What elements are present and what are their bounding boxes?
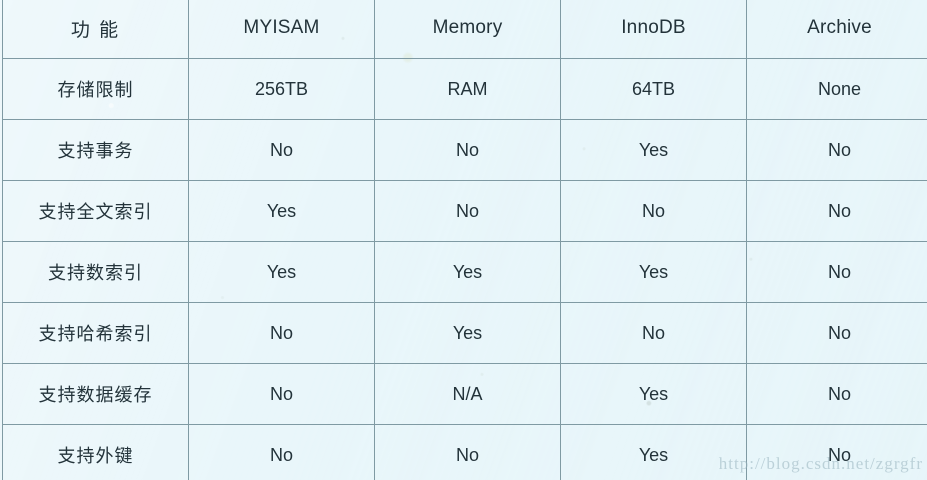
column-header-myisam: MYISAM [188,0,375,59]
table-row: 支持数索引 Yes Yes Yes No [2,241,927,303]
table-row: 支持数据缓存 No N/A Yes No [2,363,927,425]
row-label: 支持哈希索引 [2,302,189,364]
table-header: 功 能 MYISAM Memory InnoDB Archive [2,0,927,59]
cell-myisam: No [188,119,375,181]
cell-archive: No [746,241,927,303]
cell-myisam: No [188,363,375,425]
cell-archive: None [746,58,927,120]
cell-archive: No [746,363,927,425]
row-label: 支持全文索引 [2,180,189,242]
cell-innodb: 64TB [560,58,747,120]
cell-archive: No [746,119,927,181]
row-label: 支持数据缓存 [2,363,189,425]
row-label: 支持数索引 [2,241,189,303]
cell-memory: Yes [374,302,561,364]
cell-innodb: No [560,302,747,364]
row-label: 存储限制 [2,58,189,120]
cell-memory: RAM [374,58,561,120]
cell-memory: No [374,180,561,242]
cell-innodb: Yes [560,363,747,425]
table-body: 存储限制 256TB RAM 64TB None 支持事务 No No Yes … [2,58,927,480]
cell-memory: No [374,119,561,181]
cell-innodb: Yes [560,241,747,303]
cell-myisam: Yes [188,241,375,303]
table-row: 支持哈希索引 No Yes No No [2,302,927,364]
table-row: 支持全文索引 Yes No No No [2,180,927,242]
cell-archive: No [746,302,927,364]
cell-innodb: No [560,180,747,242]
column-header-innodb: InnoDB [560,0,747,59]
table-row: 支持外键 No No Yes No [2,424,927,480]
table-row: 支持事务 No No Yes No [2,119,927,181]
column-header-archive: Archive [746,0,927,59]
column-header-memory: Memory [374,0,561,59]
header-row: 功 能 MYISAM Memory InnoDB Archive [2,0,927,59]
table-row: 存储限制 256TB RAM 64TB None [2,58,927,120]
cell-memory: N/A [374,363,561,425]
column-header-feature: 功 能 [2,0,189,59]
cell-myisam: 256TB [188,58,375,120]
cell-innodb: Yes [560,424,747,480]
row-label: 支持外键 [2,424,189,480]
cell-memory: Yes [374,241,561,303]
cell-myisam: No [188,302,375,364]
row-label: 支持事务 [2,119,189,181]
cell-myisam: No [188,424,375,480]
cell-innodb: Yes [560,119,747,181]
cell-myisam: Yes [188,180,375,242]
cell-archive: No [746,180,927,242]
cell-archive: No [746,424,927,480]
cell-memory: No [374,424,561,480]
